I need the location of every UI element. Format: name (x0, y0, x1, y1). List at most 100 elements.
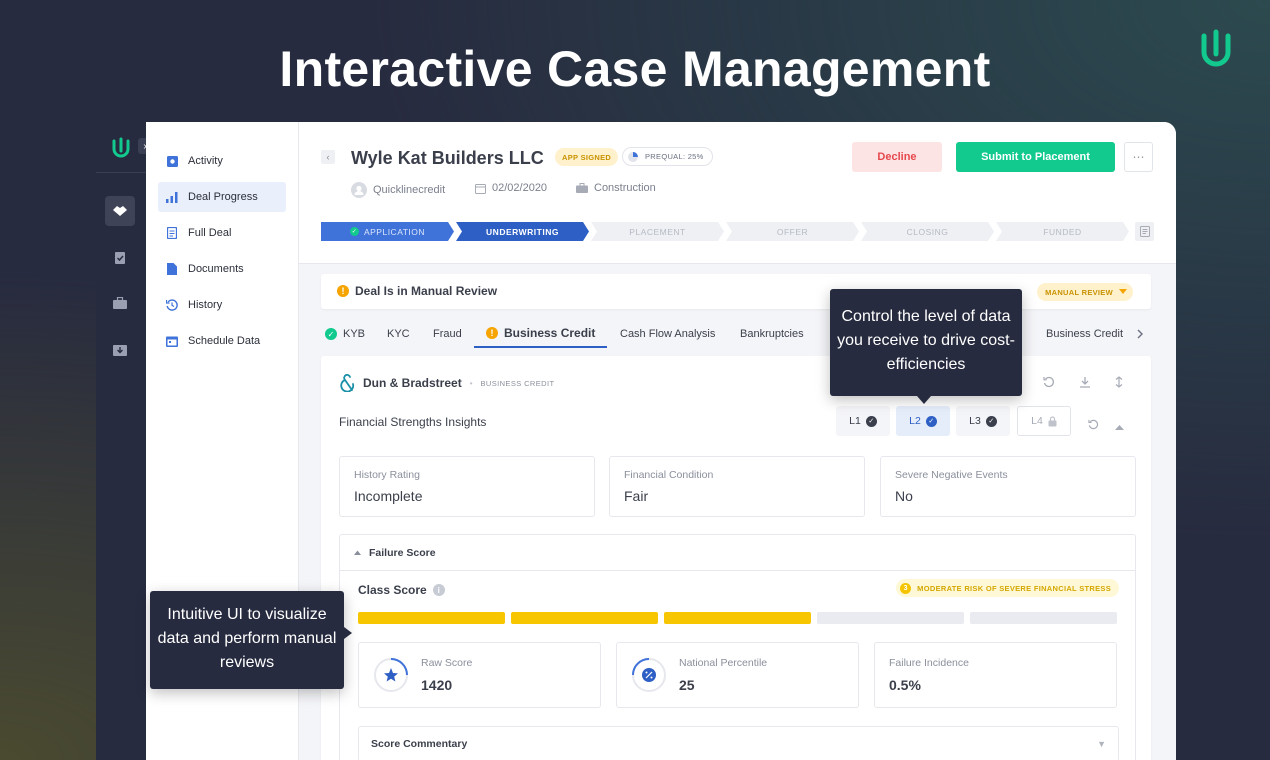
sidebar-item-label: Schedule Data (188, 335, 261, 347)
warning-icon: ! (337, 285, 349, 297)
manual-review-banner: ! Deal Is in Manual Review MANUAL REVIEW (321, 274, 1151, 309)
sidebar-item-documents[interactable]: Documents (158, 254, 286, 284)
step-label: PLACEMENT (629, 226, 686, 237)
rail-deals-button[interactable] (105, 196, 135, 226)
level-l1-button[interactable]: L1 ✓ (836, 406, 890, 436)
tab-label: KYB (343, 328, 366, 340)
score-label: Raw Score (421, 657, 473, 669)
deal-owner: Quicklinecredit (351, 182, 445, 198)
clipboard-icon (115, 252, 125, 264)
failure-score-header[interactable]: Failure Score (340, 535, 1135, 571)
sidebar-item-activity[interactable]: Activity (158, 146, 286, 176)
score-value: 25 (679, 677, 695, 693)
failure-incidence-card: Failure Incidence 0.5% (874, 642, 1117, 708)
tooltip-intuitive-ui: Intuitive UI to visualize data and perfo… (150, 591, 352, 689)
sidebar-item-full-deal[interactable]: Full Deal (158, 218, 286, 248)
failure-score-title: Failure Score (369, 546, 436, 559)
file-icon (166, 263, 178, 275)
more-options-button[interactable]: ⋯ (1124, 142, 1153, 172)
notes-icon (1139, 226, 1150, 237)
dnb-logo-icon (340, 374, 355, 392)
notes-button[interactable] (1135, 222, 1154, 241)
prequal-pie-icon (628, 151, 638, 162)
metric-severe-negative-events: Severe Negative Events No (880, 456, 1136, 517)
manual-review-dropdown[interactable]: MANUAL REVIEW (1037, 283, 1133, 301)
commentary-label: Score Commentary (371, 738, 468, 750)
tab-label: KYC (387, 328, 410, 340)
icon-rail: › (96, 122, 152, 760)
tooltip-data-levels: Control the level of data you receive to… (830, 289, 1022, 404)
back-button[interactable]: ‹ (321, 150, 335, 164)
tabs-next-button[interactable] (1137, 320, 1143, 348)
card-toolbar (1043, 376, 1123, 388)
step-label: FUNDED (1043, 226, 1082, 237)
tab-label: Cash Flow Analysis (620, 328, 716, 340)
calendar-icon (166, 335, 178, 347)
caret-down-icon (1119, 289, 1127, 294)
check-icon: ✓ (865, 415, 877, 427)
level-l2-button[interactable]: L2 ✓ (896, 406, 950, 436)
level-label: L4 (1031, 415, 1043, 427)
verification-tabs: ✓ KYB KYC Fraud ! Business Credit Cash F… (321, 320, 1151, 348)
sidebar-item-label: Full Deal (188, 227, 232, 239)
industry-value: Construction (594, 182, 656, 194)
level-label: L2 (909, 415, 921, 427)
step-application[interactable]: ✓ APPLICATION (321, 222, 454, 241)
risk-label: MODERATE RISK OF SEVERE FINANCIAL STRESS (917, 583, 1111, 593)
tab-business-credit-overflow[interactable]: Business Credit (1046, 320, 1123, 348)
step-placement[interactable]: PLACEMENT (591, 222, 724, 241)
check-icon: ✓ (985, 415, 997, 427)
step-offer[interactable]: OFFER (726, 222, 859, 241)
step-label: APPLICATION (363, 226, 426, 237)
sidebar-item-label: Deal Progress (188, 191, 258, 203)
separator-dot: • (469, 378, 473, 388)
rail-inbox-button[interactable] (105, 334, 135, 364)
score-label: Failure Incidence (889, 657, 969, 669)
manual-review-label: MANUAL REVIEW (1045, 287, 1113, 297)
info-icon[interactable]: i (432, 584, 445, 596)
lock-icon (1048, 415, 1057, 426)
rail-tasks-button[interactable] (105, 242, 135, 272)
metric-value: Fair (624, 488, 649, 504)
caret-up-icon (1115, 425, 1124, 430)
step-underwriting[interactable]: UNDERWRITING (456, 222, 589, 241)
deal-stepper: ✓ APPLICATION UNDERWRITING PLACEMENT OFF… (321, 222, 1131, 241)
score-commentary-dropdown[interactable]: Score Commentary ▼ (358, 726, 1119, 760)
sidebar-item-history[interactable]: History (158, 290, 286, 320)
collapse-section-button[interactable] (1115, 418, 1124, 436)
metric-history-rating: History Rating Incomplete (339, 456, 595, 517)
tab-bankruptcies[interactable]: Bankruptcies (740, 320, 804, 348)
sidebar-item-schedule-data[interactable]: Schedule Data (158, 326, 286, 356)
expand-vertical-icon[interactable] (1115, 376, 1123, 388)
calendar-small-icon (475, 183, 486, 194)
step-funded[interactable]: FUNDED (996, 222, 1129, 241)
class-score-bars (358, 612, 1117, 624)
score-label: National Percentile (679, 657, 768, 669)
tab-cash-flow-analysis[interactable]: Cash Flow Analysis (620, 320, 715, 348)
date-value: 02/02/2020 (492, 182, 548, 194)
step-label: UNDERWRITING (486, 226, 559, 237)
download-icon[interactable] (1079, 376, 1091, 388)
level-l4-button[interactable]: L4 (1017, 406, 1071, 436)
sidebar-item-deal-progress[interactable]: Deal Progress (158, 182, 286, 212)
tab-kyc[interactable]: KYC (387, 320, 410, 348)
level-l3-button[interactable]: L3 ✓ (956, 406, 1010, 436)
class-score-segment (664, 612, 811, 624)
prequal-label: PREQUAL: 25% (645, 152, 704, 161)
submit-to-placement-button[interactable]: Submit to Placement (956, 142, 1115, 172)
decline-button[interactable]: Decline (852, 142, 942, 172)
caret-down-icon: ▼ (1097, 739, 1106, 749)
tab-fraud[interactable]: Fraud (433, 320, 462, 348)
metric-label: Severe Negative Events (895, 469, 1008, 481)
tab-business-credit[interactable]: ! Business Credit (474, 320, 608, 348)
levels-reset-button[interactable] (1088, 417, 1099, 435)
rail-briefcase-button[interactable] (105, 288, 135, 318)
briefcase-small-icon (576, 183, 588, 193)
metric-label: Financial Condition (624, 469, 714, 481)
check-icon: ✓ (351, 229, 358, 235)
sidebar-item-label: Documents (188, 263, 244, 275)
refresh-icon[interactable] (1043, 376, 1055, 388)
tab-kyb[interactable]: ✓ KYB (325, 320, 365, 348)
step-closing[interactable]: CLOSING (861, 222, 994, 241)
deal-industry: Construction (576, 182, 656, 194)
